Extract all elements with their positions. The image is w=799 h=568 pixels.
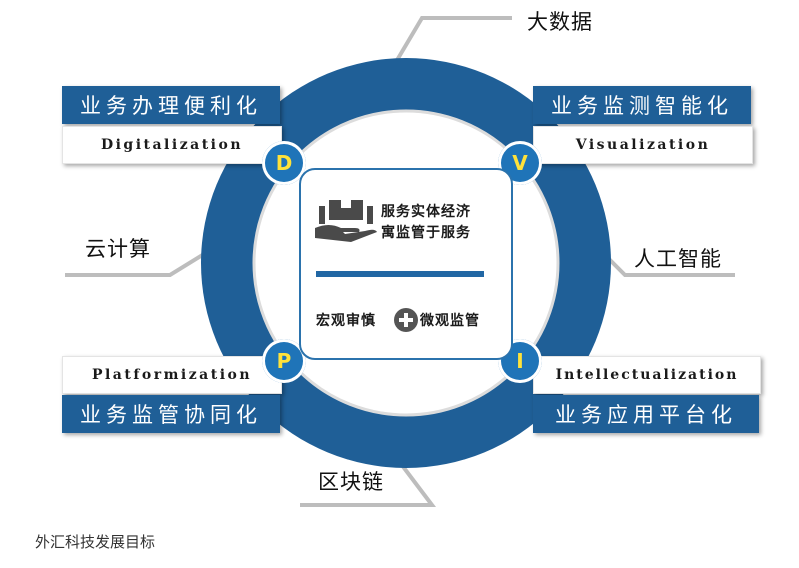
goal-v-title: 业务监测智能化 [533,86,751,124]
badge-v: V [498,141,542,185]
goal-d-title: 业务办理便利化 [62,86,280,124]
goal-d-subtitle: Digitalization [62,126,282,164]
badge-p: P [262,339,306,383]
goal-p-subtitle: Platformization [62,356,282,394]
center-divider-bar [316,271,484,277]
goal-i-subtitle: Intellectualization [533,356,761,394]
goal-p-title: 业务监管协同化 [62,395,280,433]
center-panel: 服务实体经济 寓监管于服务 宏观审慎 微观监管 [299,168,513,360]
center-text-line1: 服务实体经济 [381,204,471,220]
tech-blockchain: 区块链 [318,470,384,494]
center-macro-label: 宏观审慎 [316,313,376,329]
goal-i-title: 业务应用平台化 [533,395,759,433]
tech-big-data: 大数据 [527,10,593,34]
goal-v-subtitle: Visualization [533,126,753,164]
tech-cloud: 云计算 [85,237,151,261]
badge-d: D [262,141,306,185]
plus-circle-icon [394,308,418,332]
leader-line-blockchain [300,450,437,507]
tech-ai: 人工智能 [634,247,722,271]
hand-holding-box-icon [315,200,377,242]
center-text-line2: 寓监管于服务 [381,225,471,241]
figure-caption: 外汇科技发展目标 [35,533,156,551]
leader-line-big-data [388,16,512,74]
center-micro-label: 微观监管 [420,313,480,329]
